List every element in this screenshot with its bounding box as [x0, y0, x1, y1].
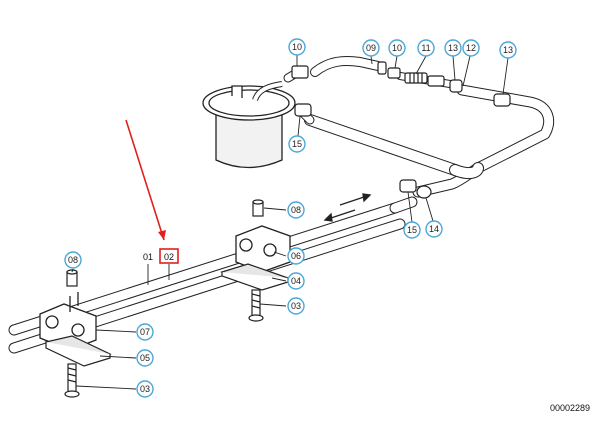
- svg-text:07: 07: [140, 327, 150, 337]
- callout-11: 11: [417, 39, 435, 57]
- svg-text:10: 10: [292, 42, 302, 52]
- bolts-and-nuts: [64, 199, 264, 398]
- callout-13-left: 13: [444, 39, 462, 57]
- svg-text:13: 13: [448, 43, 458, 53]
- highlight-arrow: [125, 119, 166, 241]
- leader-lines: [71, 55, 509, 390]
- callout-15-lower: 15: [403, 221, 421, 239]
- svg-text:04: 04: [291, 276, 301, 286]
- svg-text:08: 08: [68, 255, 78, 265]
- callout-06: 06: [287, 247, 305, 265]
- svg-text:08: 08: [291, 205, 301, 215]
- callout-15-upper: 15: [288, 135, 306, 153]
- callout-14: 14: [425, 220, 443, 238]
- callout-13-right: 13: [499, 41, 517, 59]
- svg-text:09: 09: [366, 43, 376, 53]
- callout-03-lower: 03: [136, 380, 154, 398]
- svg-text:03: 03: [140, 384, 150, 394]
- callout-10-top-left: 10: [288, 38, 306, 56]
- pipe-clamp-holders: [39, 225, 291, 351]
- svg-text:03: 03: [291, 301, 301, 311]
- callout-08-upper: 08: [287, 201, 305, 219]
- fuel-filter-housing: [202, 81, 296, 169]
- svg-text:14: 14: [429, 224, 439, 234]
- svg-text:15: 15: [292, 139, 302, 149]
- callout-08-lower: 08: [64, 251, 82, 269]
- document-number: 00002289: [550, 403, 590, 413]
- svg-text:11: 11: [421, 43, 430, 53]
- callout-12: 12: [462, 39, 480, 57]
- mounting-brackets: [44, 263, 290, 367]
- callout-03-upper: 03: [287, 297, 305, 315]
- callout-09: 09: [362, 39, 380, 57]
- callout-labels: 10 09 10 11 13 12 13 15 08 15 14 08 06 0…: [64, 38, 517, 398]
- svg-text:10: 10: [392, 43, 402, 53]
- callout-05: 05: [136, 349, 154, 367]
- callout-04: 04: [287, 272, 305, 290]
- flow-direction-arrows: [323, 193, 372, 222]
- label-part-02: 02: [164, 252, 174, 262]
- svg-text:15: 15: [407, 225, 417, 235]
- svg-text:06: 06: [291, 251, 301, 261]
- svg-text:05: 05: [140, 353, 150, 363]
- callout-07: 07: [136, 323, 154, 341]
- svg-text:12: 12: [466, 43, 476, 53]
- callout-10-top-right: 10: [388, 39, 406, 57]
- svg-text:13: 13: [503, 45, 513, 55]
- label-part-01: 01: [143, 252, 153, 262]
- upper-fittings: [291, 61, 511, 199]
- label-part-02-highlighted: 02: [159, 248, 179, 264]
